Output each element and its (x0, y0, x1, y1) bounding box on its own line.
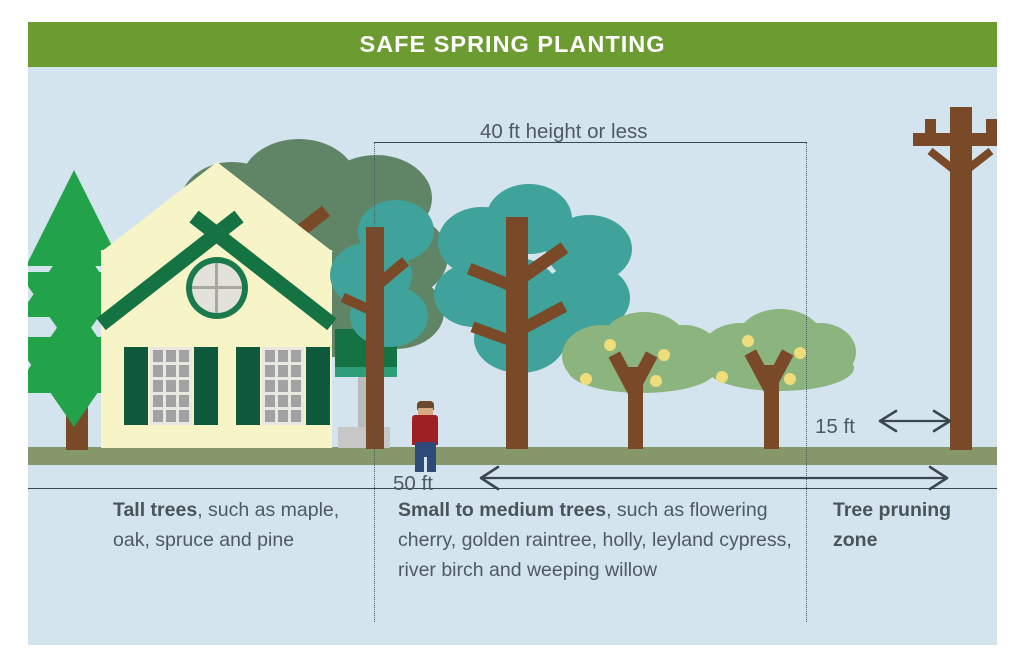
person-leg-gap (424, 457, 427, 472)
distance-arrow (474, 464, 954, 492)
guide-line-right (806, 142, 807, 622)
clearance-label: 15 ft (815, 415, 855, 438)
pole-insulator-left (925, 119, 936, 135)
infographic-canvas: SAFE SPRING PLANTING (28, 22, 997, 645)
ground-strip (28, 447, 997, 465)
illustration-scene: 40 ft height or less 50 ft 15 ft (28, 67, 997, 645)
height-label: 40 ft height or less (480, 120, 648, 143)
shutter-left (236, 347, 260, 425)
clearance-arrow (874, 407, 956, 435)
caption-tall-trees-rest: , such as maple, oak, spruce and pine (113, 499, 340, 551)
caption-small-medium-trees: Small to medium trees, such as flowering… (398, 495, 803, 585)
caption-divider-line (28, 488, 997, 489)
height-measure-line (374, 142, 807, 143)
caption-tall-trees: Tall trees, such as maple, oak, spruce a… (113, 495, 363, 555)
fruit (658, 349, 670, 361)
fruit (580, 373, 592, 385)
caption-small-medium-trees-rest: , such as flowering cherry, golden raint… (398, 499, 792, 581)
pole-insulator-right (986, 119, 997, 135)
person-torso (412, 415, 438, 445)
distance-label: 50 ft (393, 472, 433, 495)
pole-mast (950, 107, 972, 450)
shutter-right (306, 347, 330, 425)
guide-line-left (374, 142, 375, 622)
fruit (742, 335, 754, 347)
caption-pruning-zone: Tree pruning zone (833, 495, 993, 555)
round-window-mullion-horizontal (192, 286, 242, 289)
fruit (784, 373, 796, 385)
caption-small-medium-trees-bold: Small to medium trees (398, 499, 607, 521)
caption-pruning-zone-bold: Tree pruning zone (833, 499, 952, 551)
page-title: SAFE SPRING PLANTING (359, 31, 666, 57)
shutter-right (194, 347, 218, 425)
teal-tree-trunk (366, 227, 384, 449)
caption-tall-trees-bold: Tall trees (113, 499, 198, 521)
person-face (418, 408, 433, 417)
pole-crossarm (913, 133, 997, 146)
person-hair (417, 401, 434, 410)
shutter-left (124, 347, 148, 425)
fruit (716, 371, 728, 383)
fruit (604, 339, 616, 351)
fruit (650, 375, 662, 387)
teal-canopy-blob (350, 285, 428, 347)
title-bar: SAFE SPRING PLANTING (28, 22, 997, 67)
fruit (794, 347, 806, 359)
